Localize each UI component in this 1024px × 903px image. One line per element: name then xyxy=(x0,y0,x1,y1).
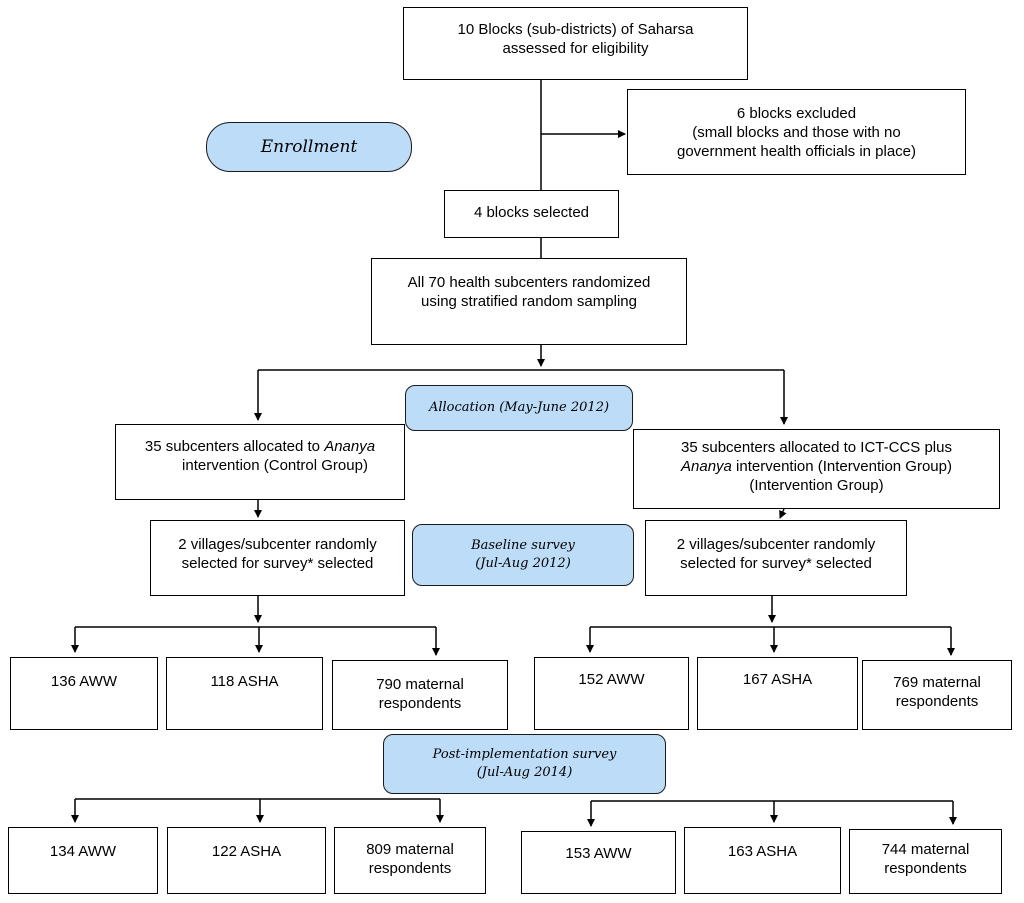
excluded-line-1: 6 blocks excluded xyxy=(736,105,857,122)
post-implementation-label: Post-implementation survey (Jul-Aug 2014… xyxy=(383,734,666,794)
post-intervention-asha: 163 ASHA xyxy=(727,843,798,860)
excluded-line-3: government health officials in place) xyxy=(676,143,917,160)
post-control-aww-box: 134 AWW xyxy=(8,827,158,894)
baseline-intervention-asha: 167 ASHA xyxy=(742,671,813,688)
post-intervention-maternal-1: 744 maternal xyxy=(881,841,970,858)
post-control-aww: 134 AWW xyxy=(49,843,117,860)
baseline-control-aww-box: 136 AWW xyxy=(10,657,158,730)
intervention-allocation-line-3: (Intervention Group) xyxy=(749,477,884,494)
control-allocation-line-2: intervention (Control Group) xyxy=(182,457,368,474)
control-villages-box: 2 villages/subcenter randomly selected f… xyxy=(150,520,405,596)
post-control-asha: 122 ASHA xyxy=(211,843,282,860)
control-villages-line-1: 2 villages/subcenter randomly xyxy=(178,536,377,553)
post-intervention-asha-box: 163 ASHA xyxy=(684,827,841,894)
assessed-line-1: 10 Blocks (sub-districts) of Saharsa xyxy=(457,21,694,38)
allocation-text: Allocation (May-June 2012) xyxy=(428,400,610,415)
assessed-line-2: assessed for eligibility xyxy=(502,40,649,57)
post-text-1: Post-implementation survey xyxy=(432,747,617,762)
baseline-intervention-asha-box: 167 ASHA xyxy=(697,657,858,730)
baseline-intervention-maternal-2: respondents xyxy=(895,693,979,710)
selected-box: 4 blocks selected xyxy=(444,190,619,238)
intervention-allocation-line-1: 35 subcenters allocated to ICT-CCS plus xyxy=(681,439,952,456)
excluded-box: 6 blocks excluded (small blocks and thos… xyxy=(627,89,966,175)
baseline-label: Baseline survey (Jul-Aug 2012) xyxy=(412,524,634,586)
intervention-allocation-box: 35 subcenters allocated to ICT-CCS plus … xyxy=(633,429,1000,509)
baseline-control-asha: 118 ASHA xyxy=(210,673,279,690)
enrollment-label: Enrollment xyxy=(206,122,412,172)
randomized-box: All 70 health subcenters randomized usin… xyxy=(371,258,687,345)
post-intervention-maternal-2: respondents xyxy=(884,860,967,877)
baseline-intervention-aww: 152 AWW xyxy=(578,671,645,688)
excluded-line-2: (small blocks and those with no xyxy=(692,124,901,141)
baseline-text-2: (Jul-Aug 2012) xyxy=(475,556,571,571)
intervention-allocation-line-2: Ananya intervention (Intervention Group) xyxy=(681,458,952,475)
selected-line-1: 4 blocks selected xyxy=(473,204,590,221)
post-text-2: (Jul-Aug 2014) xyxy=(476,765,573,780)
baseline-control-maternal-box: 790 maternal respondents xyxy=(332,660,508,730)
baseline-intervention-maternal-1: 769 maternal xyxy=(893,674,981,691)
post-control-maternal-1: 809 maternal xyxy=(366,841,454,858)
baseline-control-aww: 136 AWW xyxy=(50,673,118,690)
post-intervention-aww: 153 AWW xyxy=(565,845,632,862)
baseline-control-asha-box: 118 ASHA xyxy=(166,657,323,730)
post-intervention-aww-box: 153 AWW xyxy=(521,831,676,894)
baseline-intervention-aww-box: 152 AWW xyxy=(534,657,689,730)
baseline-intervention-maternal-box: 769 maternal respondents xyxy=(862,660,1012,730)
control-allocation-line-1: 35 subcenters allocated to Ananya xyxy=(144,438,376,455)
enrollment-text: Enrollment xyxy=(260,137,358,157)
post-control-maternal-box: 809 maternal respondents xyxy=(334,827,486,894)
control-villages-line-2: selected for survey* selected xyxy=(181,555,374,572)
allocation-label: Allocation (May-June 2012) xyxy=(405,385,633,431)
intervention-villages-line-1: 2 villages/subcenter randomly xyxy=(676,536,876,553)
post-control-maternal-2: respondents xyxy=(368,860,452,877)
randomized-line-2: using stratified random sampling xyxy=(421,293,637,310)
intervention-villages-line-2: selected for survey* selected xyxy=(680,555,872,572)
control-allocation-box: 35 subcenters allocated to Ananya interv… xyxy=(115,424,405,500)
assessed-box: 10 Blocks (sub-districts) of Saharsa ass… xyxy=(403,7,748,80)
intervention-villages-box: 2 villages/subcenter randomly selected f… xyxy=(645,520,907,596)
baseline-control-maternal-1: 790 maternal xyxy=(376,676,464,693)
baseline-control-maternal-2: respondents xyxy=(378,695,462,712)
baseline-text-1: Baseline survey xyxy=(471,538,575,553)
post-control-asha-box: 122 ASHA xyxy=(167,827,326,894)
post-intervention-maternal-box: 744 maternal respondents xyxy=(849,829,1002,894)
randomized-line-1: All 70 health subcenters randomized xyxy=(407,274,651,291)
